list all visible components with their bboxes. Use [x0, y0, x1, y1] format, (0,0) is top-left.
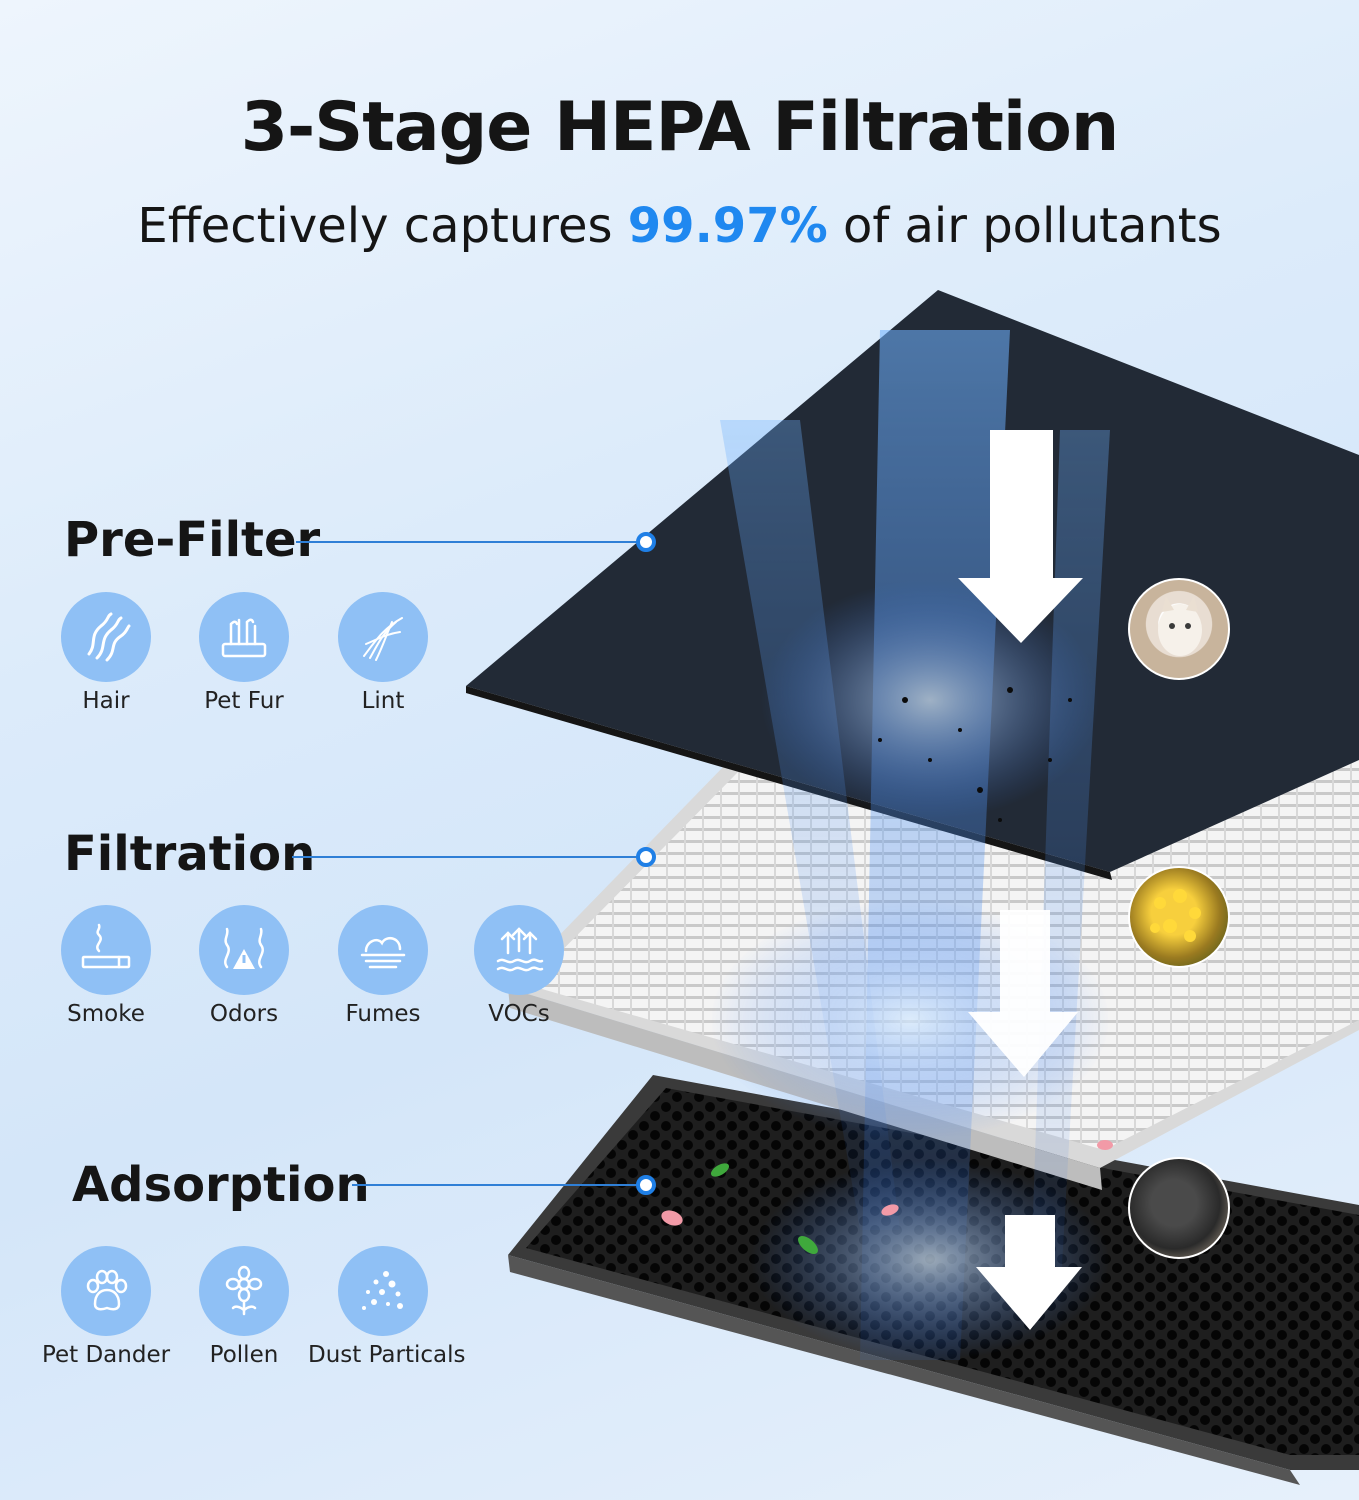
down-arrow-icon: [968, 910, 1078, 1077]
pollen-flowers-thumbnail: [1128, 866, 1230, 968]
dust-specks: [878, 687, 1072, 822]
subtitle-text: Effectively captures: [137, 198, 628, 254]
feature-label: Pet Fur: [204, 688, 284, 714]
vocs-icon: [474, 905, 564, 995]
fumes-icon: [338, 905, 428, 995]
feature-dust-particals: Dust Particals: [308, 1246, 466, 1368]
leader-dot: [636, 1175, 656, 1195]
page-title: 3-Stage HEPA Filtration: [240, 88, 1120, 167]
feature-pet-dander: Pet Dander: [31, 1246, 181, 1368]
feature-label: Pollen: [209, 1342, 279, 1368]
feature-hair: Hair: [31, 592, 181, 714]
feature-label: Smoke: [67, 1001, 145, 1027]
feature-label: VOCs: [488, 1001, 550, 1027]
feature-smoke: Smoke: [31, 905, 181, 1027]
feature-label: Hair: [82, 688, 130, 714]
feature-label: Lint: [361, 688, 405, 714]
feature-pet-fur: Pet Fur: [169, 592, 319, 714]
leader-line: [352, 1184, 638, 1186]
stage-label-adsorption: Adsorption: [72, 1157, 370, 1213]
stage-label-filtration: Filtration: [64, 826, 316, 882]
feature-fumes: Fumes: [308, 905, 458, 1027]
feature-label: Fumes: [345, 1001, 421, 1027]
smoke-icon: [61, 905, 151, 995]
leader-line: [292, 856, 638, 858]
feature-label: Odors: [209, 1001, 279, 1027]
down-arrow-icon: [976, 1215, 1082, 1330]
dust-icon: [338, 1246, 428, 1336]
flower-icon: [199, 1246, 289, 1336]
efficiency-highlight: 99.97%: [627, 198, 828, 254]
feature-lint: Lint: [308, 592, 458, 714]
leader-line: [296, 541, 638, 543]
feature-odors: Odors: [169, 905, 319, 1027]
lint-icon: [338, 592, 428, 682]
leader-dot: [636, 532, 656, 552]
page-subtitle: Effectively captures 99.97% of air pollu…: [0, 198, 1359, 254]
odors-icon: [199, 905, 289, 995]
dust-photo-thumbnail: [1128, 1157, 1230, 1259]
feature-vocs: VOCs: [444, 905, 594, 1027]
paw-icon: [61, 1246, 151, 1336]
pet-fur-icon: [199, 592, 289, 682]
leader-dot: [636, 847, 656, 867]
subtitle-text: of air pollutants: [827, 198, 1222, 254]
hair-icon: [61, 592, 151, 682]
feature-label: Pet Dander: [41, 1342, 171, 1368]
down-arrow-icon: [958, 430, 1083, 643]
feature-pollen: Pollen: [169, 1246, 319, 1368]
feature-label: Dust Particals: [308, 1342, 466, 1368]
stage-label-pre-filter: Pre-Filter: [64, 512, 321, 568]
cat-photo-thumbnail: [1128, 578, 1230, 680]
